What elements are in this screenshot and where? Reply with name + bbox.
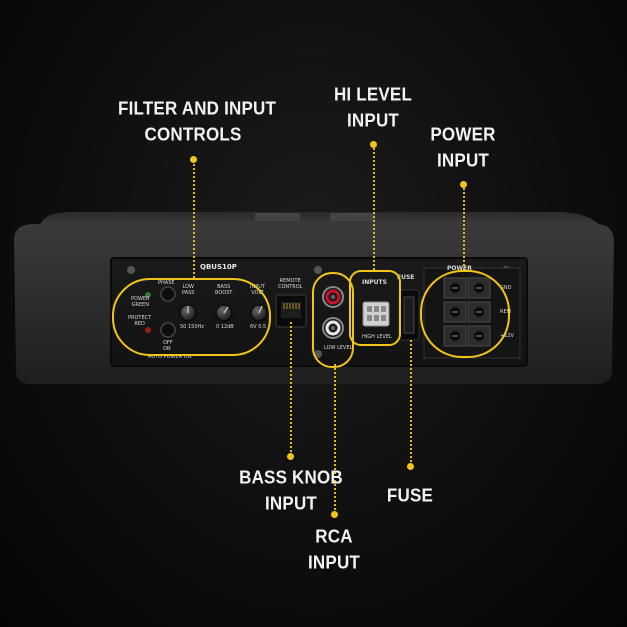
filter-callout-line2: CONTROLS	[144, 124, 242, 145]
bassknob-callout: BASS KNOB INPUT	[236, 465, 346, 517]
filter-callout-line1: FILTER AND INPUT	[118, 98, 277, 119]
phase-switch[interactable]	[160, 286, 176, 302]
fuse-dot	[407, 463, 414, 470]
bassknob-dot	[287, 453, 294, 460]
hilevel-callout-line2: INPUT	[347, 110, 399, 131]
off-label: OFF	[163, 340, 173, 346]
rca-highlight	[312, 272, 354, 368]
power-dot	[460, 181, 467, 188]
bassknob-callout-line2: INPUT	[265, 493, 317, 514]
filter-callout: FILTER AND INPUT CONTROLS	[118, 96, 277, 148]
inputs-label: INPUTS	[362, 279, 387, 286]
power-callout-line2: INPUT	[437, 150, 489, 171]
low-pass-range-label: 50 150Hz	[180, 324, 204, 330]
rca-dot	[331, 511, 338, 518]
control-panel	[110, 257, 528, 367]
top-vent	[255, 213, 300, 221]
power-callout: POWER INPUT	[418, 122, 508, 174]
filter-leader-line	[193, 160, 195, 278]
model-label: QBUS10P	[200, 263, 237, 271]
rca-callout-line2: INPUT	[308, 552, 360, 573]
power-highlight	[420, 270, 510, 358]
screw-icon	[127, 266, 135, 274]
hilevel-callout-line1: HI LEVEL	[333, 84, 413, 105]
bass-boost-label: BASS BOOST	[215, 284, 233, 296]
rca-callout-line1: RCA	[315, 526, 353, 547]
hilevel-callout: HI LEVEL INPUT	[323, 82, 423, 134]
remote-control-label: REMOTE CONTROL	[278, 278, 303, 290]
top-vent	[330, 213, 375, 221]
phase-label: PHASE	[158, 280, 175, 286]
hilevel-dot	[370, 141, 377, 148]
auto-power-switch[interactable]	[160, 322, 176, 338]
bassknob-leader-line	[290, 322, 292, 456]
rem-label: REM	[500, 309, 511, 315]
gnd-label: GND	[500, 285, 512, 291]
fuse-leader-line	[410, 340, 412, 466]
on-label: ON	[163, 346, 171, 352]
low-pass-label: LOW PASS	[182, 284, 195, 296]
rca-callout: RCA INPUT	[294, 524, 374, 576]
fuse-panel-label: FUSE	[397, 274, 415, 281]
hi-level-highlight	[349, 270, 401, 346]
hilevel-leader-line	[373, 145, 375, 270]
fuse-callout-line1: FUSE	[386, 485, 434, 506]
power-callout-line1: POWER	[430, 124, 496, 145]
bass-boost-range-label: 0 12dB	[216, 324, 234, 330]
bassknob-callout-line1: BASS KNOB	[239, 467, 343, 488]
fuse-callout: FUSE	[375, 483, 445, 509]
filter-dot	[190, 156, 197, 163]
filter-controls-highlight	[112, 278, 271, 356]
v12-label: +12V	[500, 333, 514, 339]
high-level-label: HIGH LEVEL	[362, 334, 392, 340]
power-panel-label: POWER	[447, 265, 472, 272]
rca-leader-line	[334, 364, 336, 514]
auto-power-on-label: AUTO POWER ON	[148, 354, 192, 360]
screw-icon	[314, 266, 322, 274]
power-leader-line	[463, 185, 465, 270]
